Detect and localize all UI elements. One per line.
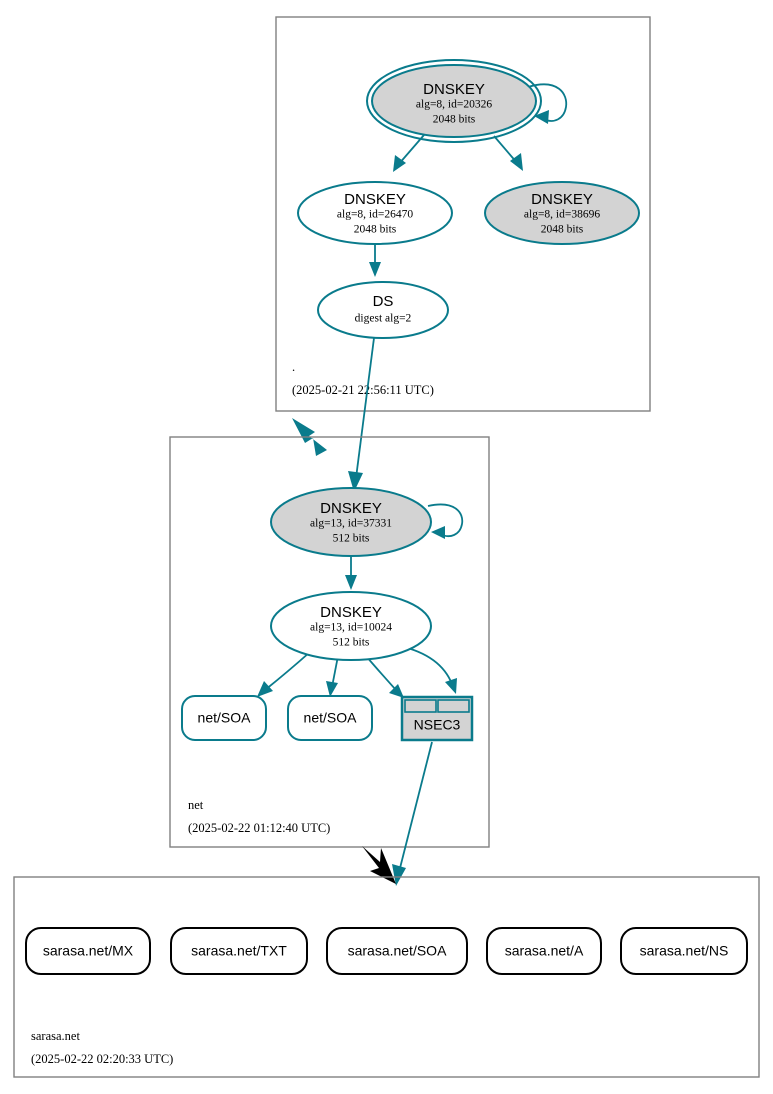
node-title: sarasa.net/MX bbox=[43, 943, 134, 959]
node-rrset-net-soa-2[interactable]: net/SOA bbox=[287, 695, 373, 741]
node-box bbox=[287, 695, 373, 741]
node-title: DNSKEY bbox=[320, 604, 382, 621]
node-ellipse bbox=[270, 487, 432, 557]
node-line3: 512 bits bbox=[333, 637, 370, 649]
node-line2: digest alg=2 bbox=[355, 313, 412, 325]
node-nsec3-net[interactable]: NSEC3 bbox=[400, 695, 474, 742]
node-rrset-sarasa-mx[interactable]: sarasa.net/MX bbox=[25, 927, 151, 975]
edge-zone-delegation-net-to-sarasa bbox=[362, 846, 396, 884]
nsec-header-cell-right bbox=[437, 699, 470, 713]
node-line3: 512 bits bbox=[333, 533, 370, 545]
zone-group-net: DNSKEY alg=13, id=37331 512 bits DNSKEY … bbox=[169, 436, 490, 848]
node-line2: alg=13, id=10024 bbox=[310, 622, 392, 634]
node-dnskey-root-zsk-38696[interactable]: DNSKEY alg=8, id=38696 2048 bits bbox=[484, 181, 640, 245]
zone-box-sarasa bbox=[13, 876, 760, 1078]
zone-timestamp-sarasa: (2025-02-22 02:20:33 UTC) bbox=[31, 1052, 173, 1066]
node-title: DS bbox=[373, 293, 394, 310]
node-rrset-sarasa-ns[interactable]: sarasa.net/NS bbox=[620, 927, 748, 975]
node-dnskey-root-ksk[interactable]: DNSKEY alg=8, id=20326 2048 bits bbox=[366, 59, 542, 143]
zone-timestamp-net: (2025-02-22 01:12:40 UTC) bbox=[188, 821, 330, 835]
node-title: sarasa.net/NS bbox=[640, 943, 729, 959]
node-ds-root[interactable]: DS digest alg=2 bbox=[317, 281, 449, 339]
edge-net-ksk-self-loop bbox=[427, 503, 464, 539]
node-box bbox=[170, 927, 308, 975]
node-line2: alg=8, id=38696 bbox=[524, 209, 600, 221]
node-rrset-sarasa-a[interactable]: sarasa.net/A bbox=[486, 927, 602, 975]
zone-label-root: . bbox=[292, 360, 295, 374]
node-title: sarasa.net/TXT bbox=[191, 943, 287, 959]
node-ellipse bbox=[484, 181, 640, 245]
node-title: DNSKEY bbox=[320, 500, 382, 517]
zone-group-root: DNSKEY alg=8, id=20326 2048 bits DNSKEY … bbox=[275, 16, 651, 412]
node-title: sarasa.net/A bbox=[505, 943, 584, 959]
node-title: DNSKEY bbox=[531, 191, 593, 208]
zone-group-sarasa: sarasa.net/MX sarasa.net/TXT sarasa.net/… bbox=[13, 876, 760, 1078]
nsec-header-cell-left bbox=[404, 699, 437, 713]
edge-net-zsk-to-nsec3-b bbox=[399, 645, 457, 694]
node-ellipse bbox=[270, 591, 432, 661]
node-title: net/SOA bbox=[198, 710, 252, 726]
node-line3: 2048 bits bbox=[433, 114, 476, 126]
zone-label-net: net bbox=[188, 798, 204, 812]
edge-root-ksk-self-loop bbox=[527, 83, 568, 124]
node-rrset-net-soa-1[interactable]: net/SOA bbox=[181, 695, 267, 741]
node-rrset-sarasa-txt[interactable]: sarasa.net/TXT bbox=[170, 927, 308, 975]
node-inner-ellipse bbox=[371, 64, 537, 138]
zone-label-sarasa: sarasa.net bbox=[31, 1029, 80, 1043]
edge-net-zsk-to-nsec3-a bbox=[365, 655, 404, 698]
node-title: NSEC3 bbox=[414, 717, 461, 733]
node-line3: 2048 bits bbox=[541, 224, 584, 236]
node-ellipse bbox=[317, 281, 449, 339]
node-dnskey-net-zsk[interactable]: DNSKEY alg=13, id=10024 512 bits bbox=[270, 591, 432, 661]
zone-timestamp-root: (2025-02-21 22:56:11 UTC) bbox=[292, 383, 434, 397]
node-ellipse bbox=[297, 181, 453, 245]
node-box bbox=[620, 927, 748, 975]
node-box bbox=[25, 927, 151, 975]
node-box bbox=[486, 927, 602, 975]
edge-root-ksk-to-zsk-38696 bbox=[493, 135, 523, 171]
edge-root-zsk-26470-to-ds bbox=[369, 242, 381, 277]
node-title: DNSKEY bbox=[423, 81, 485, 98]
node-title: DNSKEY bbox=[344, 191, 406, 208]
edge-net-zsk-to-soa-2 bbox=[326, 655, 339, 697]
node-outer-ring bbox=[366, 59, 542, 143]
node-rrset-sarasa-soa[interactable]: sarasa.net/SOA bbox=[326, 927, 468, 975]
node-line3: 2048 bits bbox=[354, 224, 397, 236]
zone-box-net bbox=[169, 436, 490, 848]
node-box bbox=[181, 695, 267, 741]
node-dnskey-net-ksk[interactable]: DNSKEY alg=13, id=37331 512 bits bbox=[270, 487, 432, 557]
zone-box-root bbox=[275, 16, 651, 412]
node-title: net/SOA bbox=[304, 710, 358, 726]
node-box bbox=[326, 927, 468, 975]
edge-net-zsk-to-soa-1 bbox=[257, 651, 311, 697]
edge-ds-to-net-ksk bbox=[348, 337, 375, 492]
edge-net-ksk-to-zsk bbox=[345, 554, 357, 590]
node-title: sarasa.net/SOA bbox=[348, 943, 447, 959]
node-line2: alg=13, id=37331 bbox=[310, 518, 392, 530]
edge-nsec3-to-sarasa-zone bbox=[392, 741, 433, 886]
node-dnskey-root-zsk-26470[interactable]: DNSKEY alg=8, id=26470 2048 bits bbox=[297, 181, 453, 245]
node-line2: alg=8, id=20326 bbox=[416, 99, 492, 111]
edge-root-ksk-to-zsk-26470 bbox=[393, 134, 425, 172]
node-line2: alg=8, id=26470 bbox=[337, 209, 413, 221]
